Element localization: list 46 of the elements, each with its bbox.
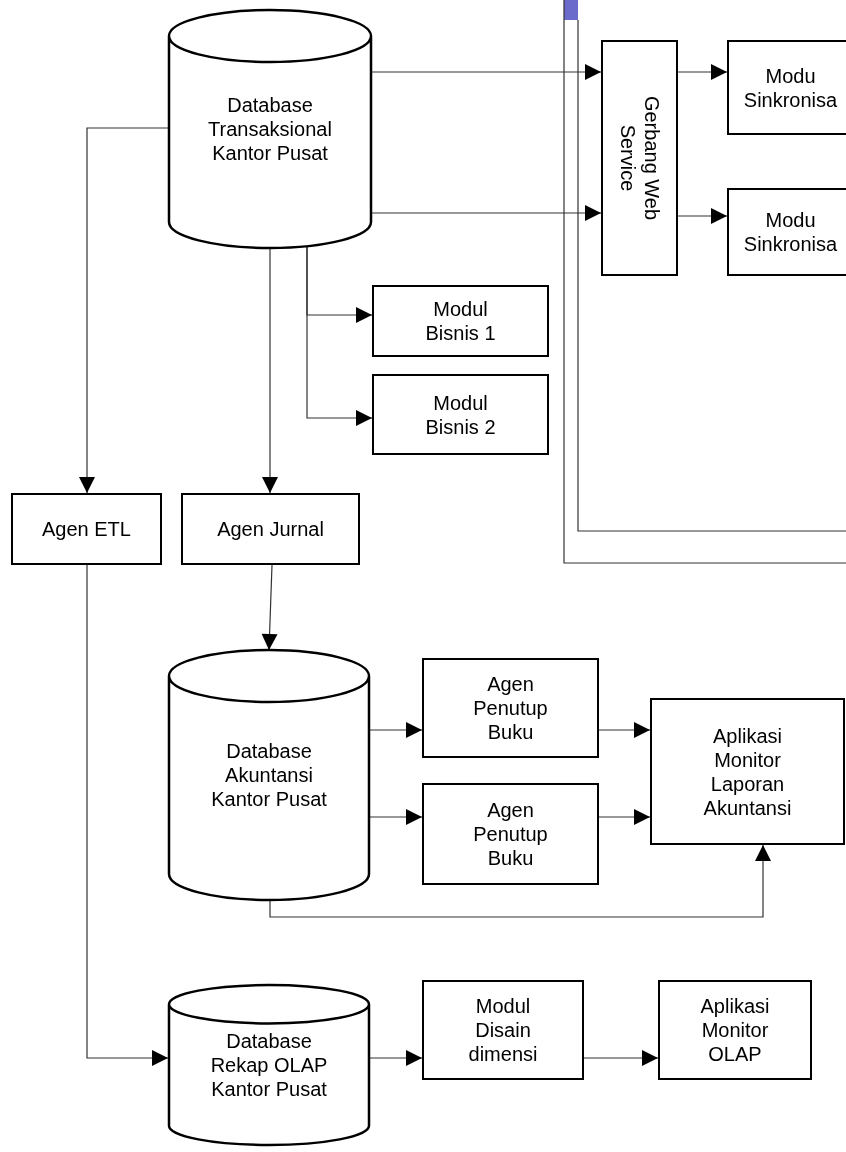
arrow — [369, 1050, 423, 1066]
process-box — [372, 374, 549, 455]
node-label: Database Akuntansi Kantor Pusat — [210, 739, 328, 811]
node-label: Agen Penutup Buku — [472, 672, 549, 744]
arrow — [677, 208, 728, 224]
arrow — [369, 809, 423, 825]
arrow — [583, 1050, 659, 1066]
process-box — [422, 980, 584, 1080]
arrow — [371, 205, 602, 221]
process-box — [11, 493, 162, 565]
node-label: Database Rekap OLAP Kantor Pusat — [209, 1029, 329, 1101]
process-box — [727, 40, 846, 135]
node-label: Agen Jurnal — [217, 517, 324, 541]
node-label: Database Transaksional Kantor Pusat — [207, 93, 333, 165]
node-label: Aplikasi Monitor OLAP — [699, 994, 771, 1066]
arrow — [598, 809, 651, 825]
node-label: Modul Bisnis 1 — [424, 297, 497, 345]
node-label: Agen ETL — [42, 517, 131, 541]
process-box — [650, 698, 845, 845]
node-label: Aplikasi Monitor Laporan Akuntansi — [702, 723, 793, 820]
arrow — [262, 247, 278, 494]
arrow — [677, 64, 728, 80]
database-cylinder — [168, 985, 370, 1145]
process-box — [372, 285, 549, 357]
arrow — [86, 564, 169, 1066]
process-box — [422, 658, 599, 758]
process-box — [422, 783, 599, 885]
database-cylinder — [168, 10, 372, 248]
arrow — [79, 127, 169, 494]
arrow — [306, 245, 373, 426]
arrow — [371, 64, 602, 80]
arrow — [598, 722, 651, 738]
process-box — [658, 980, 812, 1080]
arrow — [261, 564, 278, 651]
process-box — [601, 40, 678, 276]
process-box — [181, 493, 360, 565]
node-label: Modu Sinkronisa — [742, 63, 839, 112]
node-label: Modu Sinkronisa — [742, 208, 839, 256]
database-cylinder — [168, 650, 370, 900]
arrow — [269, 844, 771, 918]
node-label: Modul Bisnis 2 — [424, 390, 497, 439]
node-label: Agen Penutup Buku — [472, 798, 549, 870]
node-label: Modul Disain dimensi — [467, 994, 539, 1066]
process-box — [727, 188, 846, 276]
arrow — [369, 722, 423, 738]
node-label: Gerbang Web Service — [615, 94, 664, 223]
